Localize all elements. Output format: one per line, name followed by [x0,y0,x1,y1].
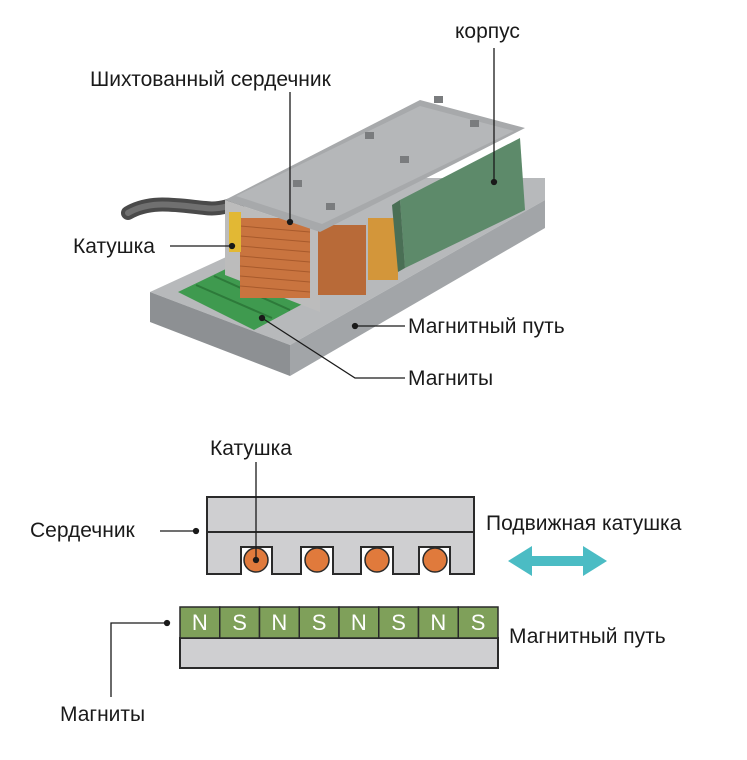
magnet-pole-label: N [271,610,287,635]
magnet-cell [378,606,420,639]
leader-magnets [261,317,405,379]
magnet-pole-label: N [351,610,367,635]
label-laminated-core: Шихтованный сердечник [90,68,331,91]
label-track-top: Магнитный путь [408,315,565,338]
magnet-cell [298,606,340,639]
magnet-pole-label: N [192,610,208,635]
label-moving-coil: Подвижная катушка [486,512,682,535]
track-base [179,637,499,669]
leader-magnets-bottom [110,622,167,697]
base-plate-front [150,292,290,376]
magnet-pole-label: N [430,610,446,635]
base-plate-side [290,200,545,376]
label-housing: корпус [455,20,520,43]
magnet-pole-label: S [312,610,327,635]
coil-3 [364,547,390,573]
magnet-pole-label: S [391,610,406,635]
coil-4 [422,547,448,573]
magnet-pole-label: S [471,610,486,635]
linear-motor-illustration [121,48,545,379]
magnet-pole-label: S [232,610,247,635]
label-magnets-bottom: Магниты [60,703,146,726]
magnet-cell [338,606,380,639]
coil-insulator [229,212,241,252]
magnet-cell [457,606,499,639]
label-track-bottom: Магнитный путь [509,625,666,648]
label-coil-top: Катушка [73,235,155,258]
motion-arrow [508,546,607,576]
label-coil-bottom: Катушка [210,437,292,460]
coil-2 [304,547,330,573]
core-block [206,496,475,575]
label-magnets-top: Магниты [408,367,494,390]
label-core: Сердечник [30,519,135,542]
magnet-cell [258,606,300,639]
